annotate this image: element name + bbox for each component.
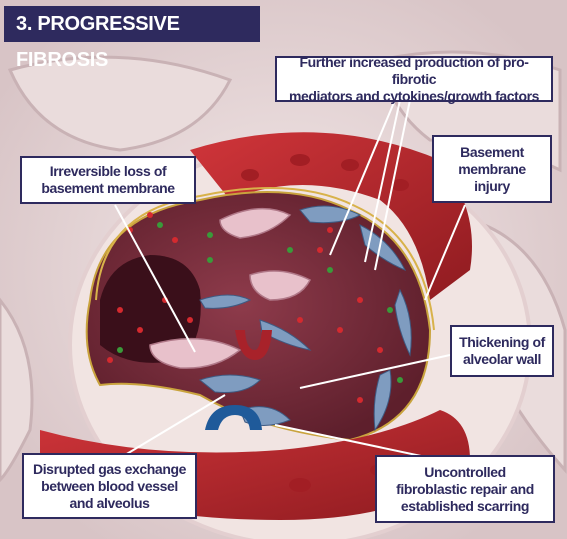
label-basement-injury-text: Basement membrane injury <box>440 144 544 195</box>
label-further-production-text: Further increased production of pro-fibr… <box>283 54 545 105</box>
label-basement-injury: Basement membrane injury <box>432 135 552 203</box>
label-irreversible-loss: Irreversible loss of basement membrane <box>20 156 196 204</box>
label-disrupted-gas: Disrupted gas exchange between blood ves… <box>22 453 197 519</box>
label-irreversible-loss-text: Irreversible loss of basement membrane <box>41 163 174 197</box>
label-uncontrolled-repair-text: Uncontrolled fibroblastic repair and est… <box>396 464 534 515</box>
label-uncontrolled-repair: Uncontrolled fibroblastic repair and est… <box>375 455 555 523</box>
label-thickening: Thickening of alveolar wall <box>450 325 554 377</box>
page-title: 3. PROGRESSIVE FIBROSIS <box>4 6 260 42</box>
label-further-production: Further increased production of pro-fibr… <box>275 56 553 102</box>
label-thickening-text: Thickening of alveolar wall <box>459 334 545 368</box>
label-disrupted-gas-text: Disrupted gas exchange between blood ves… <box>33 461 186 512</box>
